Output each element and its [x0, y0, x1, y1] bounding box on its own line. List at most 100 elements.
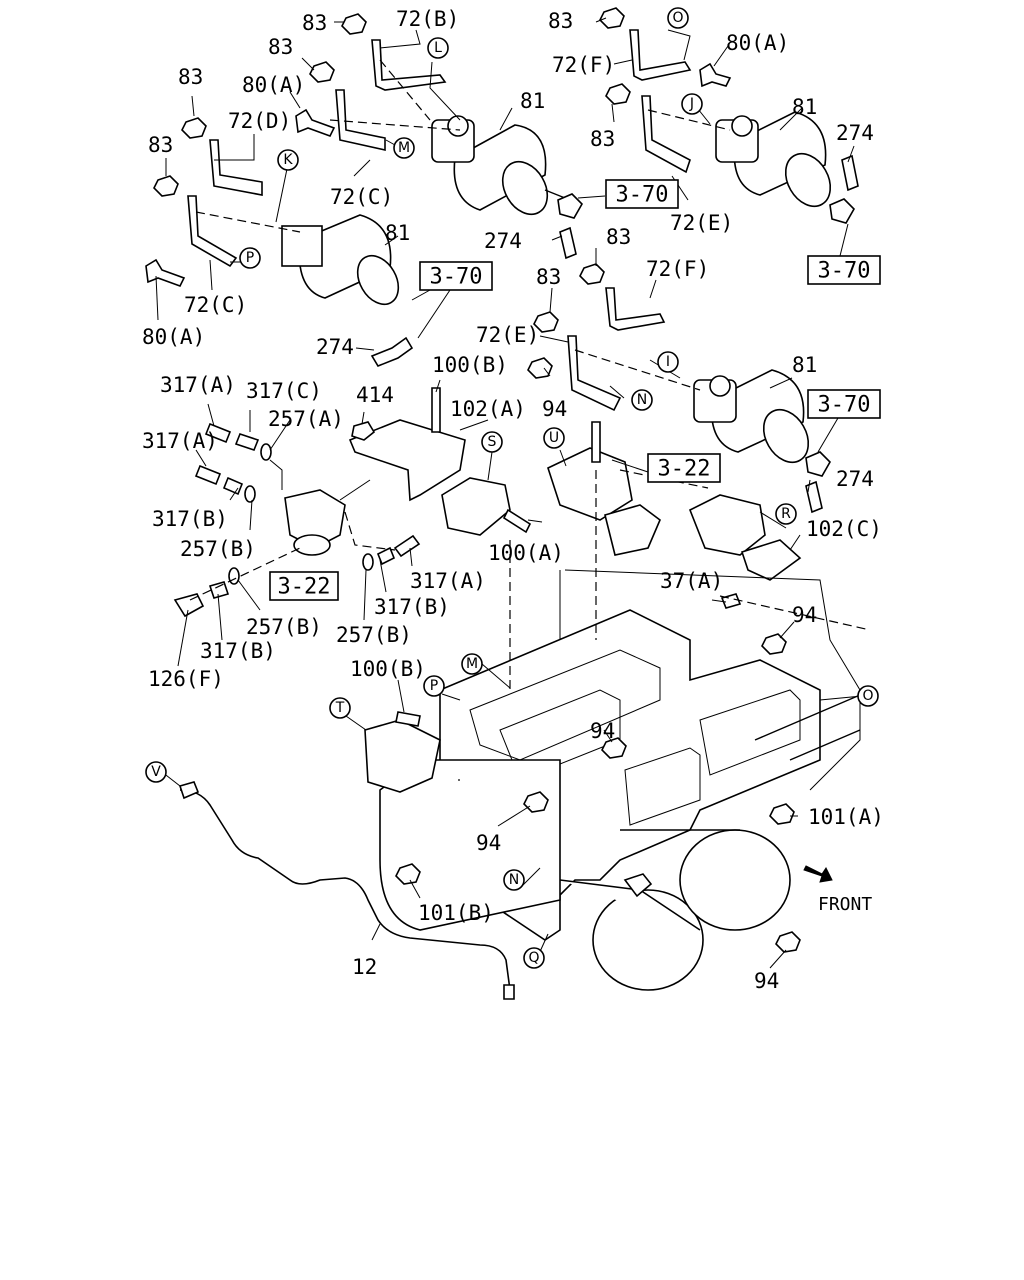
nut-414: [351, 421, 376, 441]
part-label: 257(B): [180, 537, 256, 561]
fitting-317c: [234, 433, 260, 451]
part-label: 317(B): [200, 639, 276, 663]
svg-text:Q: Q: [528, 950, 539, 966]
circle-marker: Q: [523, 947, 545, 969]
part-label: 317(A): [142, 429, 218, 453]
fitting-274-a: [370, 336, 414, 367]
ref-box: 3-22: [647, 453, 721, 483]
part-label: 317(A): [160, 373, 236, 397]
part-label: 83: [590, 127, 615, 151]
circle-marker: R: [775, 503, 797, 525]
part-label: 83: [148, 133, 173, 157]
part-label: 101(B): [418, 901, 494, 925]
circle-marker: P: [239, 247, 261, 269]
air-dryer-tank-c: [715, 111, 855, 224]
circle-marker: T: [329, 697, 351, 719]
circle-marker: L: [427, 37, 449, 59]
ref-box: 3-22: [269, 571, 339, 601]
part-label: 81: [792, 353, 817, 377]
part-label: 94: [792, 603, 817, 627]
nut-94-b: [761, 633, 787, 655]
line-art: [145, 7, 871, 1000]
bracket-72e-lower: [567, 335, 622, 412]
valve-s: [441, 477, 511, 536]
svg-text:J: J: [689, 96, 694, 112]
svg-text:3-70: 3-70: [818, 393, 871, 418]
circle-marker: U: [543, 427, 565, 449]
part-label: 274: [836, 467, 874, 491]
svg-text:N: N: [637, 392, 647, 408]
svg-text:3-70: 3-70: [616, 183, 669, 208]
bolt-100b-2: [395, 711, 421, 727]
bolt-80a-2: [145, 258, 186, 287]
fitting-274-c: [559, 226, 577, 260]
part-label: 72(E): [476, 323, 539, 347]
circle-marker: V: [145, 761, 167, 783]
front-arrow-icon: [803, 865, 833, 883]
ref-box: 3-70: [807, 255, 881, 285]
part-label: 126(F): [148, 667, 224, 691]
part-label: 100(B): [432, 353, 508, 377]
bracket-72c-lower: [187, 195, 238, 268]
svg-text:M: M: [398, 140, 410, 156]
fitting-317b-1: [222, 476, 244, 496]
circle-marker: K: [277, 149, 299, 171]
part-label: 102(A): [450, 397, 526, 421]
nut-83-a: [341, 13, 367, 35]
svg-text:U: U: [549, 430, 559, 446]
part-label: 72(C): [184, 293, 247, 317]
svg-text:S: S: [488, 434, 497, 450]
svg-text:I: I: [666, 354, 670, 370]
part-label: 83: [268, 35, 293, 59]
bolt-u: [591, 421, 601, 463]
front-label: FRONT: [818, 894, 872, 915]
part-label: 101(A): [808, 805, 884, 829]
nut-101b: [395, 863, 421, 885]
part-label: 37(A): [660, 569, 723, 593]
svg-text:P: P: [246, 250, 254, 266]
part-label: 274: [316, 335, 354, 359]
svg-text:N: N: [509, 872, 519, 888]
valve-r: [688, 494, 766, 556]
svg-text:3-22: 3-22: [278, 575, 331, 600]
part-label: 81: [385, 221, 410, 245]
svg-text:T: T: [335, 700, 345, 716]
bracket-72c-upper: [335, 89, 386, 151]
bracket-72b: [371, 39, 447, 91]
pipe-12: [179, 789, 511, 991]
nut-94-a: [527, 357, 553, 379]
part-labels: 83 72(B) 83 80(A) 83 72(D) 83 81 72(C) 8…: [142, 7, 884, 993]
circled-letters: L O J K M P I N S U R M P O T V N Q: [145, 7, 879, 969]
relay-valve-322a: [284, 489, 346, 549]
part-label: 83: [548, 9, 573, 33]
part-label: 72(F): [646, 257, 709, 281]
fitting-126f: [173, 593, 205, 618]
svg-text:R: R: [781, 506, 791, 522]
bolt-100b-1: [431, 387, 441, 433]
air-dryer-tank-b: [281, 214, 400, 306]
part-label: 80(A): [142, 325, 205, 349]
part-label: 94: [476, 831, 501, 855]
part-label: 257(B): [336, 623, 412, 647]
bracket-72f-upper: [629, 29, 692, 81]
svg-text:3-70: 3-70: [818, 259, 871, 284]
circle-marker: O: [667, 7, 689, 29]
fitting-317a-3: [393, 534, 421, 558]
part-label: 317(B): [374, 595, 450, 619]
fitting-317b-2: [376, 546, 396, 566]
part-label: 100(B): [350, 657, 426, 681]
fitting-317a-1: [204, 422, 232, 444]
nut-101a: [769, 803, 795, 825]
part-label: 83: [178, 65, 203, 89]
circle-marker: O: [857, 685, 879, 707]
part-label: 317(C): [246, 379, 322, 403]
part-label: 72(D): [228, 109, 291, 133]
ref-box: 3-70: [605, 179, 679, 209]
circle-marker: S: [481, 431, 503, 453]
air-tanks-lower: [379, 759, 791, 991]
circle-marker: I: [657, 351, 679, 373]
nut-94-d: [523, 791, 549, 813]
bolt-80a-3: [699, 62, 732, 88]
part-label: 257(B): [246, 615, 322, 639]
